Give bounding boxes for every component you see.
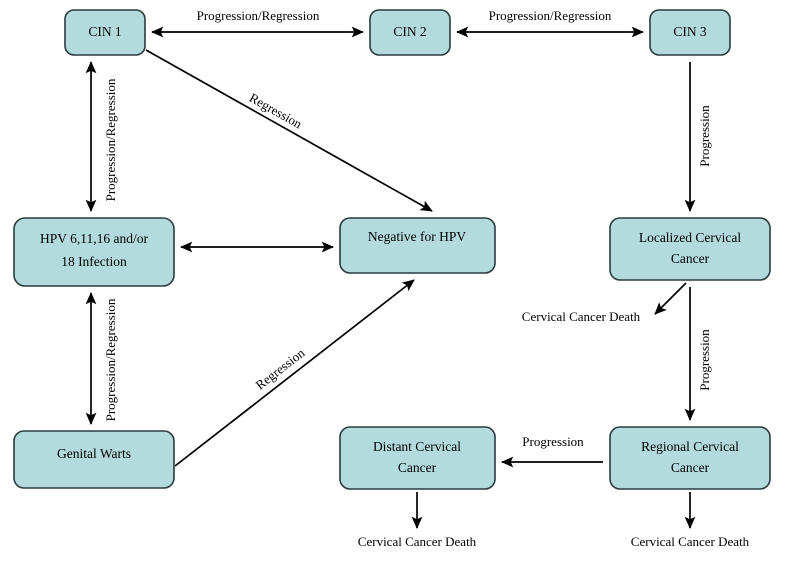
edge-line-localized-death (654, 282, 687, 315)
terminal-label-localized-death: Cervical Cancer Death (522, 309, 641, 324)
node-label-negative-for-hpv: Negative for HPV (368, 229, 466, 244)
node-label-distant-line2: Cancer (398, 460, 437, 475)
edge-label-cin3-localized: Progression (697, 105, 712, 167)
node-regional-cervical-cancer[interactable]: Regional Cervical Cancer (609, 426, 771, 490)
node-negative-for-hpv[interactable]: Negative for HPV (339, 217, 496, 274)
node-box-negative-for-hpv[interactable] (339, 217, 496, 274)
node-box-genital-warts[interactable] (13, 430, 175, 489)
node-genital-warts[interactable]: Genital Warts (13, 430, 175, 489)
edge-cin1-hpv: Progression/Regression (85, 61, 118, 212)
node-label-regional-line1: Regional Cervical (641, 439, 739, 454)
edge-line-warts-negative (174, 279, 415, 467)
node-label-regional-line2: Cancer (671, 460, 710, 475)
node-box-cin1[interactable] (64, 9, 146, 56)
terminal-label-regional-death: Cervical Cancer Death (631, 534, 750, 549)
node-box-hpv-infection[interactable] (13, 217, 175, 287)
node-label-hpv-infection-line1: HPV 6,11,16 and/or (40, 231, 149, 246)
node-label-cin3: CIN 3 (673, 24, 707, 39)
edge-cin1-cin2: Progression/Regression (151, 8, 364, 38)
node-distant-cervical-cancer[interactable]: Distant Cervical Cancer (339, 426, 496, 490)
terminal-label-distant-death: Cervical Cancer Death (358, 534, 477, 549)
node-localized-cervical-cancer[interactable]: Localized Cervical Cancer (609, 217, 771, 281)
node-cin3[interactable]: CIN 3 (649, 9, 731, 56)
edge-regional-distant: Progression (501, 434, 603, 468)
node-label-distant-line1: Distant Cervical (373, 439, 461, 454)
edge-label-regional-distant: Progression (522, 434, 584, 449)
edge-label-localized-regional: Progression (697, 329, 712, 391)
edge-localized-regional: Progression (684, 287, 712, 421)
edge-label-hpv-warts: Progression/Regression (103, 298, 118, 421)
edge-line-cin1-negative (145, 49, 433, 212)
node-label-genital-warts: Genital Warts (57, 446, 131, 461)
edge-localized-death (654, 282, 687, 315)
node-cin1[interactable]: CIN 1 (64, 9, 146, 56)
node-box-cin2[interactable] (369, 9, 451, 56)
edge-cin1-negative: Regression (145, 49, 433, 212)
edge-label-cin1-cin2: Progression/Regression (197, 8, 320, 23)
node-box-localized-cervical-cancer[interactable] (609, 217, 771, 281)
node-hpv-infection[interactable]: HPV 6,11,16 and/or 18 Infection (13, 217, 175, 287)
node-box-distant-cervical-cancer[interactable] (339, 426, 496, 490)
edge-hpv-warts: Progression/Regression (85, 292, 118, 425)
node-label-cin1: CIN 1 (88, 24, 121, 39)
node-box-cin3[interactable] (649, 9, 731, 56)
node-label-localized-line2: Cancer (671, 251, 710, 266)
node-label-hpv-infection-line2: 18 Infection (61, 254, 127, 269)
edge-label-cin2-cin3: Progression/Regression (489, 8, 612, 23)
node-label-cin2: CIN 2 (393, 24, 426, 39)
edge-cin3-localized: Progression (684, 62, 712, 212)
edge-cin2-cin3: Progression/Regression (456, 8, 644, 38)
node-cin2[interactable]: CIN 2 (369, 9, 451, 56)
node-label-localized-line1: Localized Cervical (639, 230, 742, 245)
edge-label-cin1-hpv: Progression/Regression (103, 78, 118, 201)
node-box-regional-cervical-cancer[interactable] (609, 426, 771, 490)
